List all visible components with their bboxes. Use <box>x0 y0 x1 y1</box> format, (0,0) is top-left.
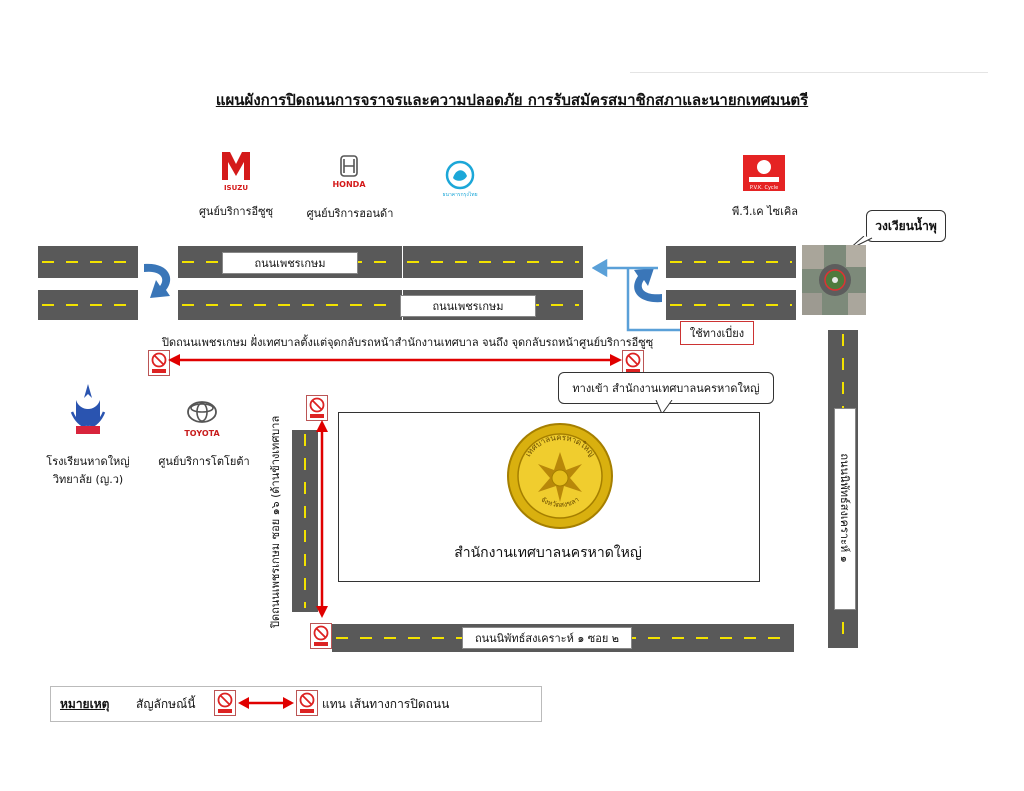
isuzu-caption: ศูนย์บริการอีซูซุ <box>190 202 282 220</box>
honda-logo-text: HONDA <box>332 180 366 189</box>
no-entry-sign-soi2 <box>310 623 332 649</box>
legend-heading: หมายเหตุ <box>60 695 109 714</box>
label-nipat-songkhro-1: ถนนนิพัทธ์สงเคราะห์ ๑ <box>834 408 854 608</box>
isuzu-logo: ISUZU <box>220 150 252 192</box>
legend-meaning-text: แทน เส้นทางการปิดถนน <box>322 695 449 714</box>
legend-symbol-text: สัญลักษณ์นี้ <box>136 695 195 714</box>
school-caption-line1: โรงเรียนหาดใหญ่ <box>40 452 136 470</box>
legend-no-entry-sign-b <box>296 690 318 716</box>
school-emblem <box>70 382 106 438</box>
roundabout-callout: วงเวียนน้ำพุ <box>866 210 946 242</box>
honda-caption: ศูนย์บริการฮอนด้า <box>300 204 400 222</box>
no-entry-sign-soi16-north <box>306 395 328 421</box>
toyota-logo: TOYOTA <box>180 398 224 440</box>
toyota-caption: ศูนย์บริการโตโยต้า <box>155 452 253 470</box>
label-petchkasem-lower: ถนนเพชรเกษม <box>400 295 536 317</box>
toyota-logo-text: TOYOTA <box>184 429 220 438</box>
road-left-upper <box>38 246 138 278</box>
roundabout-aerial-photo <box>802 245 866 315</box>
municipal-seal: เทศบาลนครหาดใหญ่ จังหวัดสงขลา <box>506 422 614 530</box>
uturn-left-arrow <box>140 258 180 306</box>
closure-description: ปิดถนนเพชรเกษม ฝั่งเทศบาลตั้งแต่จุดกลับร… <box>162 333 622 351</box>
label-petchkasem-upper: ถนนเพชรเกษม <box>222 252 358 274</box>
municipal-office-name: สำนักงานเทศบาลนครหาดใหญ่ <box>338 542 758 564</box>
label-nipat-soi-2: ถนนนิพัทธ์สงเคราะห์ ๑ ซอย ๒ <box>462 627 632 649</box>
honda-logo: HONDA <box>328 154 370 190</box>
pvk-cycle-logo: P.V.K. Cycle <box>743 155 785 191</box>
no-entry-sign-west <box>148 350 170 376</box>
map-title: แผนผังการปิดถนนการจราจรและความปลอดภัย กา… <box>0 88 1024 112</box>
road-petchkasem-upper-b <box>403 246 583 278</box>
isuzu-logo-text: ISUZU <box>224 184 248 192</box>
soi16-closure-label: ปิดถนนเพชรเกษม ซอย ๑๖ (ด้านข้างเทศบาล <box>266 432 282 628</box>
closure-arrow-soi16 <box>314 420 330 618</box>
krungthai-logo-text: ธนาคารกรุงไทย <box>442 191 477 198</box>
pvk-logo-text: P.V.K. Cycle <box>750 185 778 191</box>
top-divider-line <box>630 72 988 73</box>
detour-label: ใช้ทางเบี่ยง <box>680 321 754 345</box>
legend-closure-arrow <box>238 695 294 711</box>
legend-no-entry-sign-a <box>214 690 236 716</box>
road-petchkasem-lower-a <box>178 290 402 320</box>
school-caption-line2: วิทยาลัย (ญ.ว) <box>40 470 136 488</box>
road-left-lower <box>38 290 138 320</box>
krungthai-bank-logo: ธนาคารกรุงไทย <box>440 158 480 198</box>
pvk-caption: พี.วี.เค ไซเคิล <box>720 202 810 220</box>
closure-arrow-petchkasem <box>168 352 622 368</box>
